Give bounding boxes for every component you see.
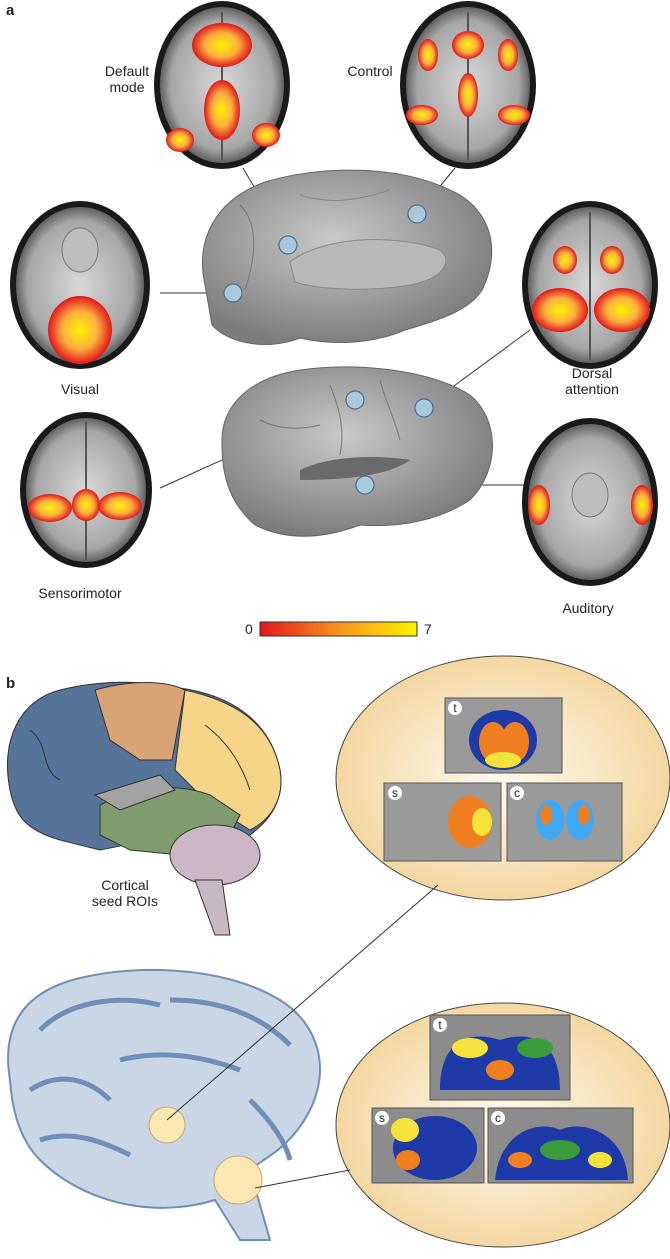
thalamus-view-t: t bbox=[448, 701, 462, 715]
colorbar bbox=[259, 621, 418, 637]
roi-sensorimotor bbox=[345, 390, 365, 410]
slice-dorsal-attention bbox=[522, 201, 658, 369]
roi-dorsal-attention bbox=[414, 398, 434, 418]
connector-lines-b bbox=[166, 884, 439, 1189]
slice-sensorimotor bbox=[20, 412, 152, 568]
roi-auditory bbox=[355, 475, 375, 495]
cortical-lobes-brain bbox=[6, 681, 282, 936]
thalamus-view-s: s bbox=[388, 786, 402, 800]
cerebellum-view-s: s bbox=[375, 1111, 389, 1125]
label-auditory: Auditory bbox=[562, 600, 614, 616]
label-sensorimotor: Sensorimotor bbox=[38, 585, 122, 601]
panel-letter-b: b bbox=[6, 675, 16, 692]
thalamus-slices bbox=[383, 697, 623, 862]
roi-markers bbox=[223, 204, 434, 495]
cerebellum-view-c: c bbox=[491, 1111, 505, 1125]
slice-auditory bbox=[522, 418, 658, 586]
thalamus-view-c: c bbox=[510, 786, 524, 800]
slice-control bbox=[400, 1, 536, 169]
label-cortical-seed-rois: Cortical seed ROIs bbox=[91, 877, 159, 909]
label-dorsal-attention: Dorsal attention bbox=[565, 365, 619, 397]
label-visual: Visual bbox=[61, 381, 99, 397]
colorbar-min: 0 bbox=[245, 621, 253, 637]
label-control: Control bbox=[347, 63, 393, 79]
slice-default-mode bbox=[154, 1, 290, 169]
label-default-mode: Default mode bbox=[104, 63, 150, 95]
slice-visual bbox=[10, 201, 150, 369]
medial-cortex-surface bbox=[202, 169, 493, 345]
panel-letter-a: a bbox=[6, 2, 15, 19]
cerebellum-view-t: t bbox=[433, 1018, 447, 1032]
colorbar-max: 7 bbox=[424, 621, 432, 637]
cerebellum-slices bbox=[371, 1014, 634, 1184]
roi-visual bbox=[223, 283, 243, 303]
roi-default-mode bbox=[278, 235, 298, 255]
roi-control bbox=[407, 204, 427, 224]
medial-brain-outline bbox=[7, 968, 321, 1241]
thalamus-zoom-ellipse bbox=[335, 655, 670, 901]
